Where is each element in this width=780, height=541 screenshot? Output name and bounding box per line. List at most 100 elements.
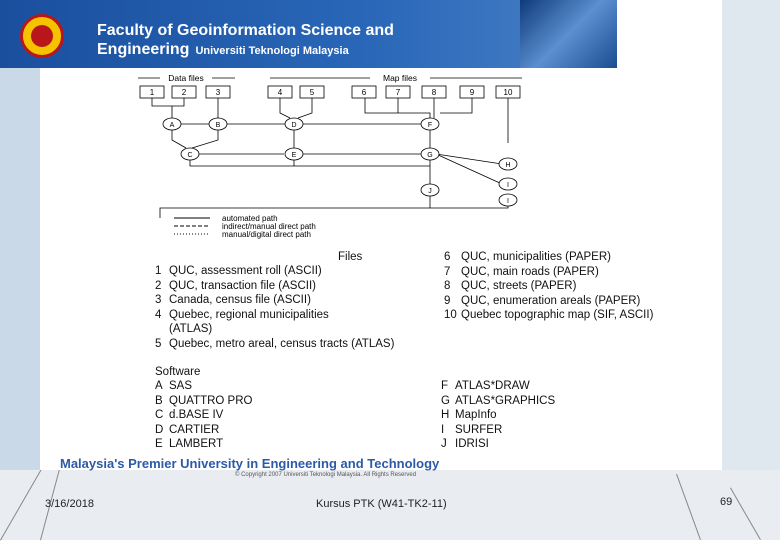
file-number: 6 bbox=[444, 251, 451, 263]
software-node bbox=[498, 157, 518, 171]
software-letter: J bbox=[441, 438, 447, 450]
edge bbox=[151, 98, 173, 118]
software-name: QUATTRO PRO bbox=[169, 394, 253, 407]
software-name: d.BASE IV bbox=[169, 409, 224, 421]
files-heading: Files bbox=[338, 251, 363, 263]
edge bbox=[435, 153, 503, 185]
university-logo-icon bbox=[20, 14, 64, 58]
file-description: QUC, enumeration areals (PAPER) bbox=[461, 294, 641, 307]
software-node bbox=[498, 177, 518, 191]
file-description: QUC, transaction file (ASCII) bbox=[169, 279, 316, 292]
software-name: ATLAS*DRAW bbox=[455, 380, 530, 392]
file-number: 3 bbox=[155, 294, 162, 306]
software-letter: H bbox=[441, 409, 450, 421]
edge bbox=[297, 98, 313, 119]
file-box-label: 3 bbox=[216, 88, 221, 97]
software-node bbox=[180, 147, 200, 161]
file-box-label: 2 bbox=[182, 88, 187, 97]
banner-title-sub: Universiti Teknologi Malaysia bbox=[195, 45, 349, 57]
software-node bbox=[420, 147, 440, 161]
file-box bbox=[351, 85, 377, 99]
slide-content-area bbox=[40, 68, 722, 470]
software-letter: B bbox=[155, 394, 163, 407]
file-number: 9 bbox=[444, 294, 451, 307]
software-node-label: I bbox=[507, 182, 509, 189]
software-name: LAMBERT bbox=[169, 438, 224, 450]
software-node bbox=[498, 193, 518, 207]
footer-date: 3/16/2018 bbox=[45, 498, 94, 510]
edge bbox=[440, 98, 473, 114]
file-description: QUC, main roads (PAPER) bbox=[461, 265, 599, 278]
software-node-label: D bbox=[291, 122, 296, 129]
header-banner bbox=[0, 0, 617, 68]
legend-label-manual: manual/digital direct path bbox=[222, 230, 311, 239]
file-description: QUC, municipalities (PAPER) bbox=[461, 251, 611, 263]
right-decoration-band bbox=[722, 0, 780, 485]
footer-tagline: Malaysia's Premier University in Enginee… bbox=[60, 456, 440, 471]
file-description: (ATLAS) bbox=[169, 323, 213, 335]
software-name: SURFER bbox=[455, 423, 503, 436]
file-box-label: 9 bbox=[470, 88, 475, 97]
software-node bbox=[162, 117, 182, 131]
file-box-label: 7 bbox=[396, 88, 401, 97]
file-number: 10 bbox=[444, 309, 457, 321]
footer-copyright: © Copyright 2007 Universiti Teknologi Ma… bbox=[235, 472, 417, 478]
software-name: ATLAS*GRAPHICS bbox=[455, 394, 556, 407]
file-description: Quebec, metro areal, census tracts (ATLA… bbox=[169, 337, 395, 350]
diagram-edges bbox=[151, 98, 509, 218]
software-name: SAS bbox=[169, 380, 193, 392]
software-node bbox=[420, 183, 440, 197]
file-box-label: 6 bbox=[362, 88, 367, 97]
file-box-label: 5 bbox=[310, 88, 315, 97]
software-node-label: A bbox=[170, 122, 175, 129]
software-node bbox=[284, 117, 304, 131]
data-files-label: Data files bbox=[168, 73, 203, 83]
software-node bbox=[420, 117, 440, 131]
file-description: Canada, census file (ASCII) bbox=[169, 294, 311, 306]
left-decoration-band bbox=[0, 65, 40, 485]
software-node-label: G bbox=[427, 152, 432, 159]
software-node bbox=[208, 117, 228, 131]
software-name: IDRISI bbox=[455, 438, 489, 450]
software-heading: Software bbox=[155, 366, 201, 378]
software-node bbox=[284, 147, 304, 161]
file-description: Quebec topographic map (SIF, ASCII) bbox=[461, 309, 654, 321]
file-number: 2 bbox=[155, 279, 162, 292]
file-box-label: 4 bbox=[278, 88, 283, 97]
software-letter: D bbox=[155, 423, 164, 436]
banner-title-line1: Faculty of Geoinformation Science and bbox=[97, 22, 394, 39]
footer-page-number: 69 bbox=[720, 496, 733, 508]
software-name: CARTIER bbox=[169, 423, 220, 436]
file-description: QUC, assessment roll (ASCII) bbox=[169, 265, 322, 277]
software-node-label: C bbox=[187, 152, 192, 159]
edge bbox=[279, 98, 291, 119]
edge bbox=[159, 198, 509, 218]
file-box-label: 1 bbox=[150, 88, 155, 97]
file-number: 5 bbox=[155, 337, 162, 350]
edge bbox=[172, 98, 185, 107]
legend-label-automated: automated path bbox=[222, 214, 278, 223]
software-name: MapInfo bbox=[455, 409, 497, 421]
edge bbox=[191, 130, 219, 149]
software-letter: A bbox=[155, 380, 163, 392]
software-node-label: J bbox=[428, 188, 432, 195]
software-letter: E bbox=[155, 438, 163, 450]
file-description: QUC, streets (PAPER) bbox=[461, 280, 577, 292]
software-letter: G bbox=[441, 394, 450, 407]
file-number: 7 bbox=[444, 265, 451, 278]
software-letter: F bbox=[441, 380, 449, 392]
software-node-label: E bbox=[292, 152, 297, 159]
bottom-decoration-band bbox=[0, 470, 780, 540]
edge bbox=[364, 98, 431, 118]
file-number: 8 bbox=[444, 280, 451, 292]
edge bbox=[171, 130, 187, 149]
edge bbox=[189, 160, 430, 167]
software-node-label: I bbox=[507, 198, 509, 205]
file-box-label: 8 bbox=[432, 88, 437, 97]
edge bbox=[435, 153, 503, 165]
university-logo-center-icon bbox=[31, 25, 53, 47]
software-node-label: B bbox=[216, 122, 221, 129]
